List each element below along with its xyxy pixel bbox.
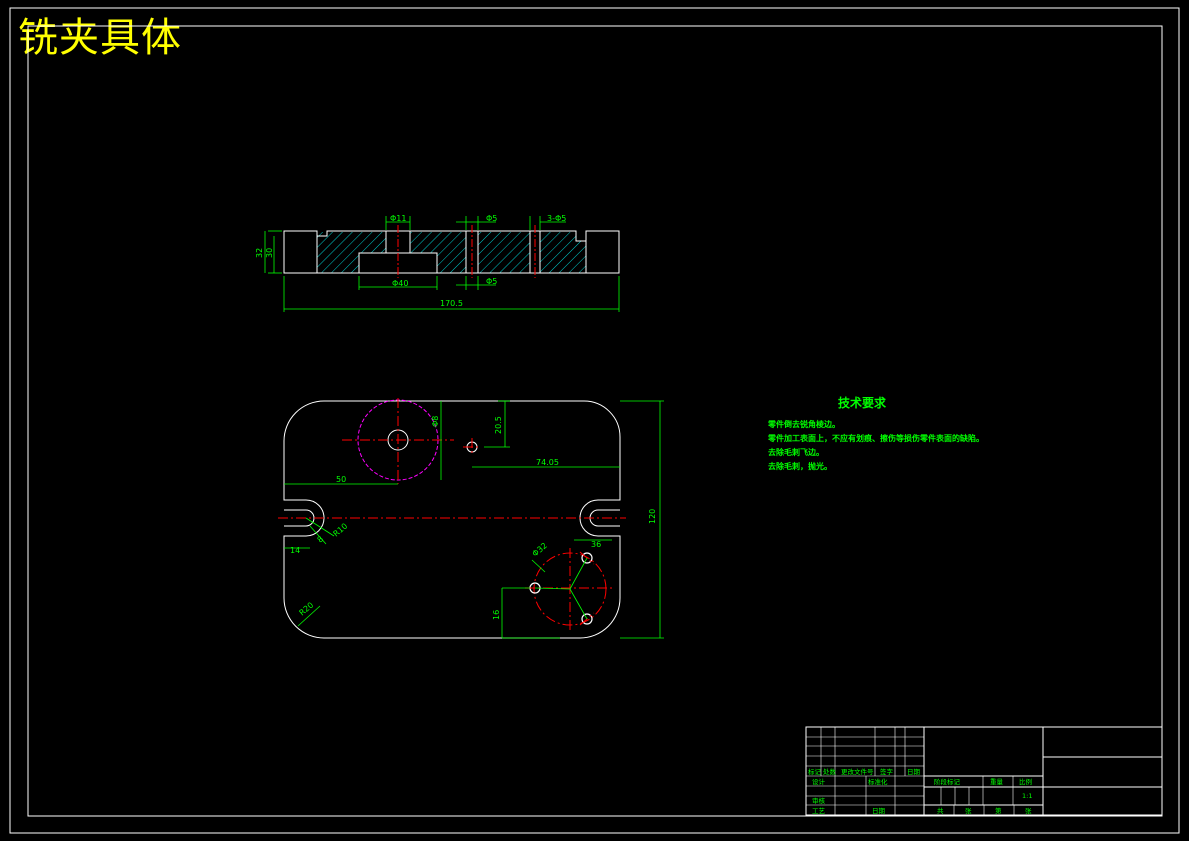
dim-height-outer: 32 bbox=[255, 248, 264, 258]
hatch-region-right bbox=[478, 232, 530, 273]
tb-label-sheets: 张 bbox=[965, 806, 972, 815]
dim-slot-r: R10 bbox=[332, 522, 350, 539]
tb-label-scale: 比例 bbox=[1019, 777, 1032, 786]
tb-label-weight: 重量 bbox=[990, 778, 1004, 786]
tb-label-stage: 阶段标记 bbox=[934, 777, 961, 786]
section-view: 170.5 Φ40 Φ11 Φ5 Φ5 3-Φ5 32 30 bbox=[255, 214, 620, 312]
dim-length: 170.5 bbox=[440, 299, 463, 308]
outer-frame bbox=[9, 7, 1180, 834]
dim-height-inner: 30 bbox=[265, 248, 274, 258]
tech-requirements-heading: 技术要求 bbox=[838, 396, 887, 410]
tb-label-change-doc: 更改文件号 bbox=[841, 767, 874, 776]
dim-slot-depth: 8 bbox=[316, 534, 326, 544]
tech-requirement-line-1: 零件倒去锐角棱边。 bbox=[768, 420, 840, 429]
inner-frame bbox=[27, 25, 1163, 817]
plan-view: 120 Φ8 20.5 74.05 50 14 R10 8 R20 Φ32 36… bbox=[278, 398, 664, 639]
dim-hole-pattern: Φ32 bbox=[531, 541, 549, 558]
drawing-title: 铣夹具体 bbox=[18, 15, 182, 61]
tb-label-process: 工艺 bbox=[812, 807, 826, 815]
dim-pin-offset: 74.05 bbox=[536, 458, 559, 467]
dim-holes-right: 3-Φ5 bbox=[547, 214, 566, 223]
title-block: 标记 处数 更改文件号 签字 日期 设计 标准化 审核 工艺 日期 阶段标记 重… bbox=[805, 726, 1163, 816]
tb-label-sheet-no: 第 bbox=[995, 806, 1002, 815]
dim-hole-top: Φ11 bbox=[390, 214, 406, 223]
tech-requirement-line-2: 零件加工表面上，不应有划痕、擦伤等损伤零件表面的缺陷。 bbox=[768, 434, 984, 443]
dim-bottom-offset: 16 bbox=[492, 610, 501, 620]
dim-corner-r: R20 bbox=[298, 601, 316, 618]
tb-scale-value: 1:1 bbox=[1022, 792, 1032, 800]
dim-overall-height: 120 bbox=[648, 509, 657, 524]
tb-label-count: 处数 bbox=[823, 767, 837, 776]
tb-label-mark: 标记 bbox=[808, 767, 822, 776]
pattern-hole-1 bbox=[581, 552, 593, 564]
dim-hole-spacing: 36 bbox=[591, 540, 601, 549]
dim-offset-top: 20.5 bbox=[494, 416, 503, 434]
dim-left-offset: 50 bbox=[336, 475, 346, 484]
tb-label-total: 共 bbox=[937, 806, 944, 815]
hatch-region-far-right bbox=[540, 232, 586, 273]
dim-hole-bottom: Φ5 bbox=[486, 277, 497, 286]
hatch-region-left bbox=[317, 232, 386, 273]
pattern-hole-3 bbox=[581, 613, 593, 625]
dim-bore-dia: Φ8 bbox=[431, 416, 440, 427]
tb-label-sign: 签字 bbox=[880, 767, 894, 776]
tb-label-date-2: 日期 bbox=[872, 807, 886, 815]
tb-label-review: 审核 bbox=[812, 796, 826, 805]
dim-slot-width: 14 bbox=[290, 546, 300, 555]
dim-bore: Φ40 bbox=[392, 279, 408, 288]
tb-label-sheet: 张 bbox=[1025, 806, 1032, 815]
tech-requirement-line-4: 去除毛刺，抛光。 bbox=[768, 462, 832, 471]
tb-label-date: 日期 bbox=[907, 768, 921, 776]
dim-hole-mid: Φ5 bbox=[486, 214, 497, 223]
hatch-region-mid bbox=[410, 232, 466, 273]
tech-requirement-line-3: 去除毛刺飞边。 bbox=[768, 448, 824, 457]
tb-label-standard: 标准化 bbox=[868, 777, 888, 786]
tb-label-design: 设计 bbox=[812, 777, 826, 786]
plate-outline bbox=[283, 400, 621, 639]
